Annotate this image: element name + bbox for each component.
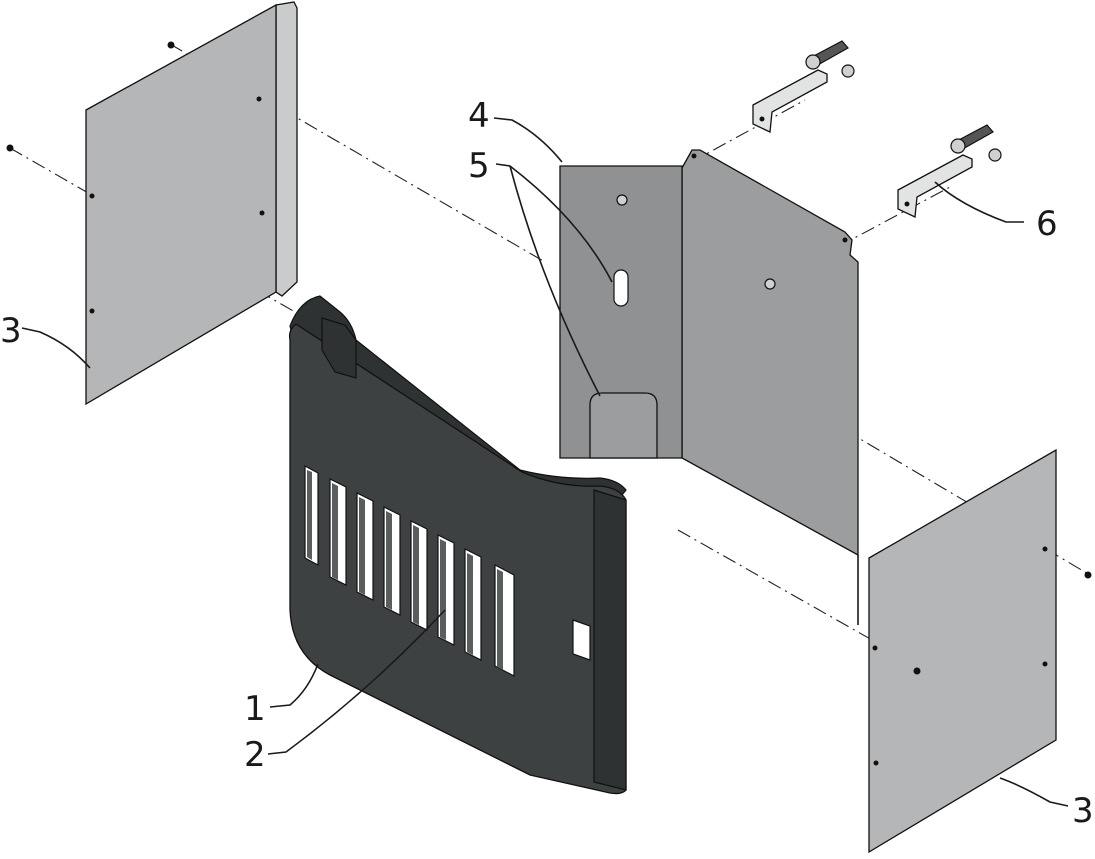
callout-4: 4 (468, 96, 490, 136)
vent-slot-shadow (497, 569, 503, 670)
front-cover-inner-tab (321, 317, 357, 379)
guide-line-right-lower (677, 529, 919, 667)
screw-icon (6, 144, 14, 152)
side-panel-left-hole (89, 308, 95, 314)
vent-slot-shadow (467, 553, 473, 655)
side-panel-right-face (868, 448, 1057, 854)
rivet-icon (764, 278, 776, 290)
screw-icon (913, 667, 921, 675)
leader-2 (267, 609, 446, 755)
screw-icon (167, 41, 175, 49)
washer-icon (950, 138, 966, 154)
side-panel-left-hole (89, 193, 95, 199)
vent-slot-shadow (332, 483, 338, 580)
leader-5-upper (495, 163, 613, 283)
bracket-plate (897, 154, 973, 218)
nut-icon (988, 148, 1002, 162)
mounting-bracket-upper (752, 40, 855, 133)
bracket-hole (759, 116, 765, 122)
callout-labels: 3 4 5 6 1 2 3 (0, 96, 1094, 831)
leader-lines (21, 117, 1069, 807)
side-panel-left-face (85, 3, 277, 406)
callout-3-right: 3 (1072, 791, 1094, 831)
side-panel-left-hole (259, 210, 265, 216)
side-panel-left-hole (256, 96, 262, 102)
vent-slot-shadow (440, 539, 446, 640)
callout-5: 5 (468, 146, 490, 186)
callout-3-left: 3 (0, 311, 22, 351)
screw-icon (1084, 571, 1092, 579)
leader-1 (269, 663, 319, 708)
front-cover-body (288, 323, 627, 795)
back-panel-left-face (559, 165, 683, 459)
leader-4 (493, 117, 563, 163)
side-panel-right-hole (872, 645, 878, 651)
callout-2: 2 (244, 735, 266, 775)
side-panel-left-edge (275, 1, 298, 297)
front-cover-flange (593, 489, 627, 791)
callout-6: 6 (1036, 204, 1058, 244)
vent-slot-shadow (307, 470, 312, 560)
side-panel-right-hole (1042, 661, 1048, 667)
front-cover (288, 295, 627, 795)
back-panel-bottom-tab (589, 392, 658, 459)
vent-slot-shadow (359, 497, 365, 595)
nut-icon (841, 64, 855, 78)
side-panel-right (868, 448, 1092, 854)
leader-5-lower (509, 165, 601, 397)
back-panel-hole (691, 153, 697, 159)
leader-3-right (999, 777, 1069, 807)
leader-3-left (21, 327, 91, 369)
back-panel-right-wing (681, 149, 859, 557)
vent-slots (304, 464, 515, 677)
bracket-hole (904, 201, 910, 207)
back-panel-slot (613, 269, 629, 307)
washer-icon (805, 54, 821, 70)
side-panel-right-hole (1042, 546, 1048, 552)
vent-slot-shadow (413, 525, 419, 625)
back-panel (559, 149, 859, 625)
callout-1: 1 (244, 689, 266, 729)
leader-6 (934, 181, 1024, 223)
bracket-plate (752, 69, 828, 133)
rivet-icon (616, 194, 628, 206)
vent-slot-shadow (386, 511, 392, 610)
side-panel-right-hole (873, 760, 879, 766)
front-cover-cutout (572, 619, 591, 661)
side-panel-left (6, 1, 298, 406)
mounting-bracket-lower (897, 124, 1002, 218)
back-panel-hole (842, 237, 848, 243)
